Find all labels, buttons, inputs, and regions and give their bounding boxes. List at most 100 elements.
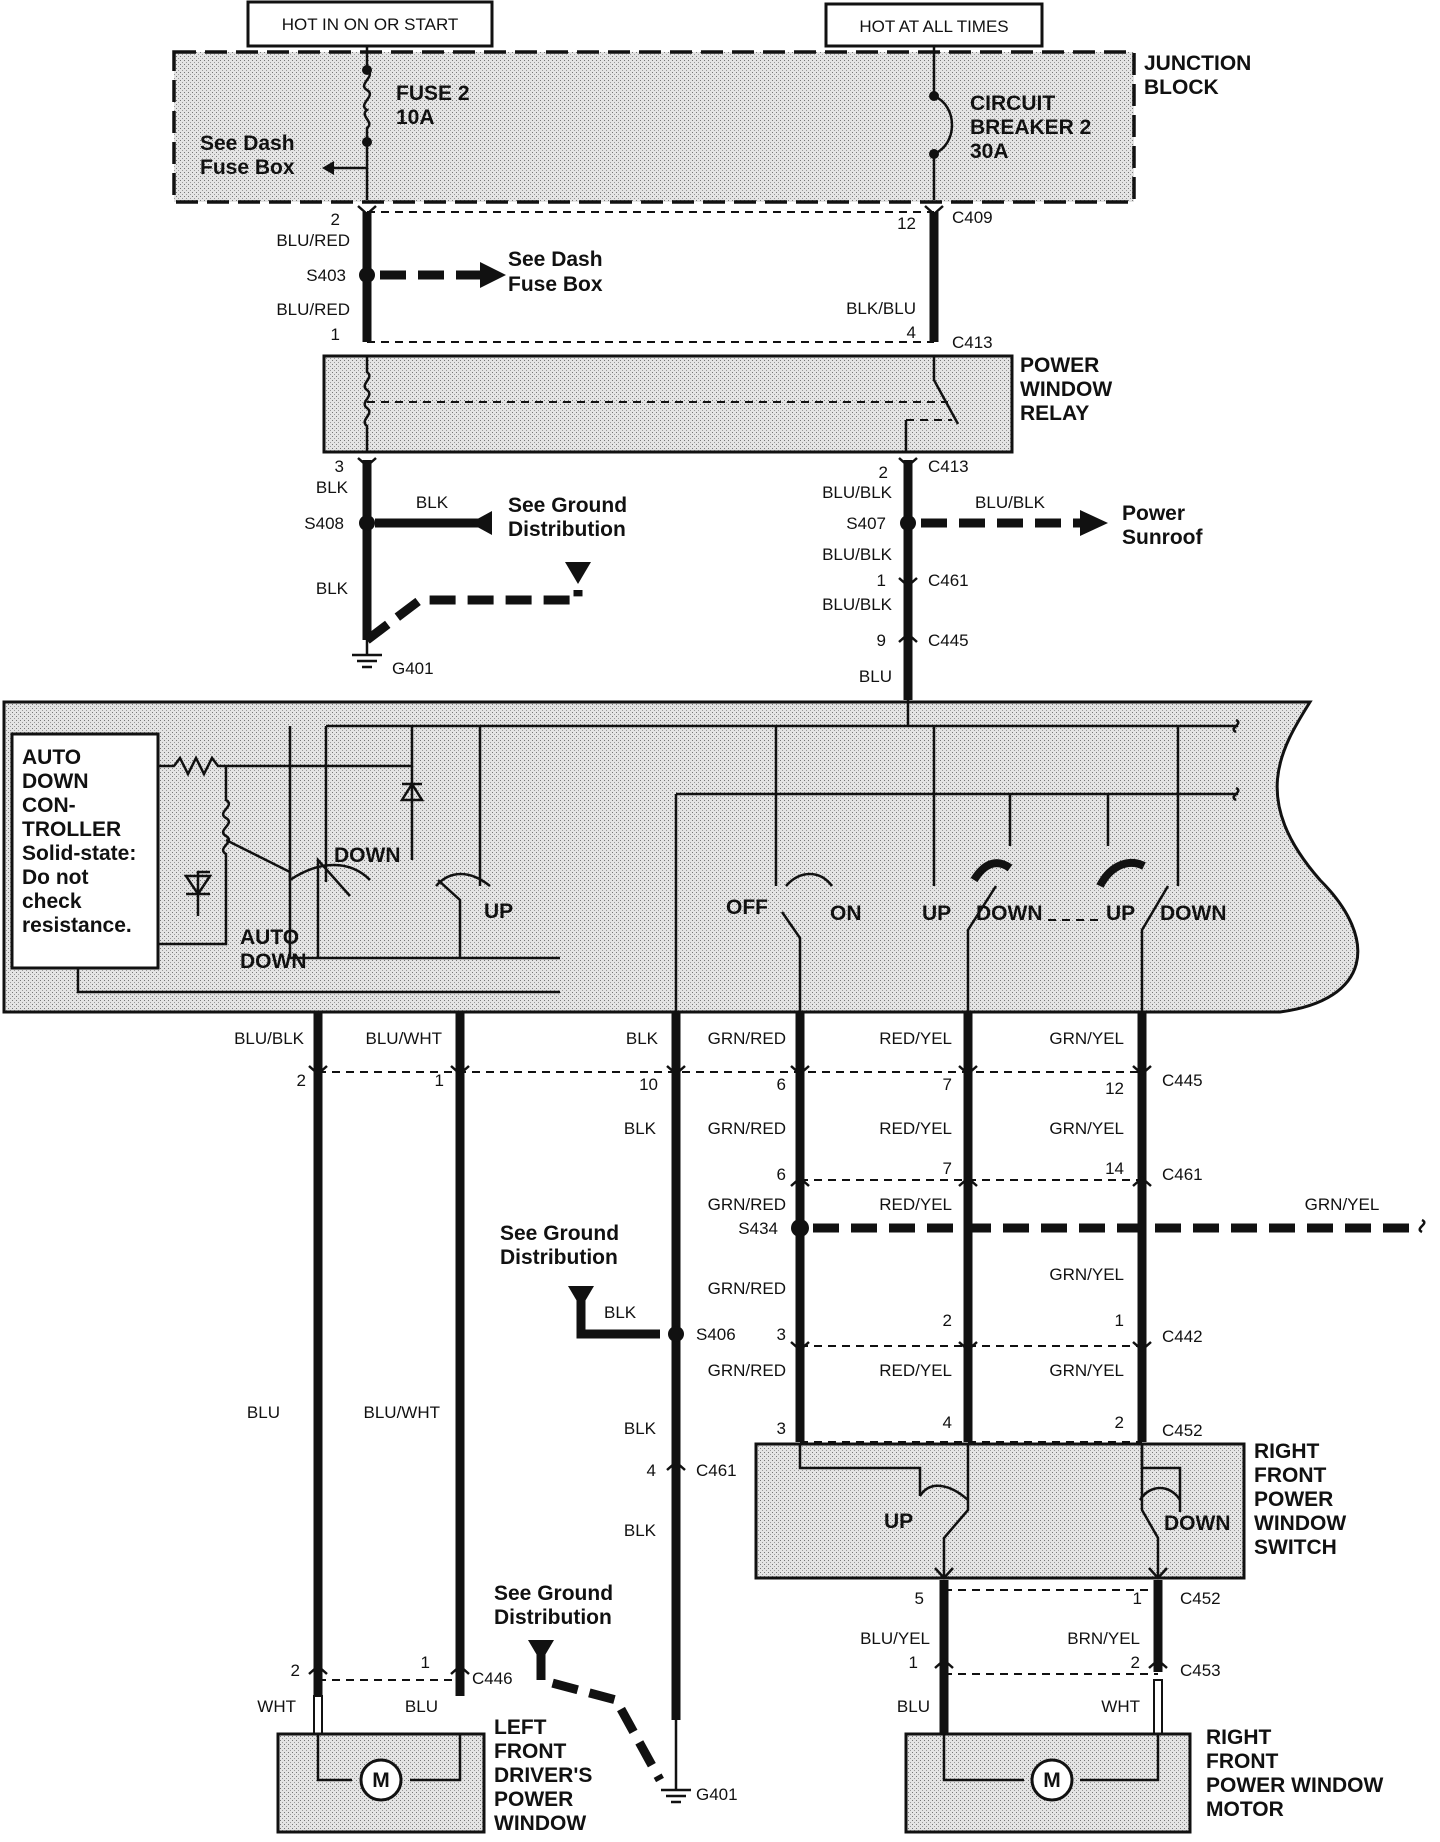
svg-text:2: 2: [879, 463, 888, 482]
connector-c445-bottom: C445: [1162, 1071, 1203, 1090]
svg-text:See Dash: See Dash: [508, 248, 603, 271]
svg-text:POWER: POWER: [494, 1788, 573, 1811]
on-label: ON: [830, 902, 862, 925]
right-front-switch: UP DOWN RIGHT FRONT POWER WINDOW SWITCH: [754, 1440, 1346, 1580]
svg-text:POWER WINDOW: POWER WINDOW: [1206, 1774, 1383, 1797]
svg-text:POWER: POWER: [1020, 354, 1099, 377]
svg-text:G401: G401: [696, 1785, 738, 1804]
ground-g401-top: G401: [392, 659, 434, 678]
svg-text:GRN/RED: GRN/RED: [708, 1361, 786, 1380]
svg-text:5: 5: [915, 1589, 924, 1608]
svg-text:3: 3: [777, 1419, 786, 1438]
up-label-3: UP: [1106, 902, 1135, 925]
svg-text:BLK: BLK: [416, 493, 449, 512]
connector-c445-top: C445: [928, 631, 969, 650]
svg-text:BLU/BLK: BLU/BLK: [822, 483, 893, 502]
right-down-label: DOWN: [1164, 1512, 1231, 1535]
svg-text:GRN/RED: GRN/RED: [708, 1195, 786, 1214]
svg-text:WINDOW: WINDOW: [494, 1812, 586, 1835]
svg-text:4: 4: [907, 323, 916, 342]
svg-text:Fuse Box: Fuse Box: [508, 273, 603, 296]
auto-down-controller-label: AUTO DOWN CON- TROLLER Solid-state: Do n…: [22, 746, 136, 937]
svg-text:30A: 30A: [970, 140, 1009, 163]
svg-text:resistance.: resistance.: [22, 914, 132, 937]
center-ground-g401: See Ground Distribution G401: [494, 1582, 738, 1804]
svg-text:DOWN: DOWN: [22, 770, 89, 793]
svg-text:See Ground: See Ground: [508, 494, 627, 517]
svg-text:SWITCH: SWITCH: [1254, 1536, 1337, 1559]
svg-text:2: 2: [291, 1661, 300, 1680]
svg-text:See Ground: See Ground: [500, 1222, 619, 1245]
svg-text:1: 1: [877, 571, 886, 590]
power-window-relay: POWER WINDOW RELAY: [322, 354, 1112, 454]
connector-c413-bottom: C413: [928, 457, 969, 476]
svg-text:RED/YEL: RED/YEL: [879, 1195, 952, 1214]
svg-text:BLK: BLK: [626, 1029, 659, 1048]
splice-s406: S406: [696, 1325, 736, 1344]
svg-text:1: 1: [909, 1653, 918, 1672]
svg-text:See Ground: See Ground: [494, 1582, 613, 1605]
svg-text:RED/YEL: RED/YEL: [879, 1119, 952, 1138]
svg-text:BREAKER 2: BREAKER 2: [970, 116, 1091, 139]
svg-text:BLOCK: BLOCK: [1144, 76, 1219, 99]
svg-text:RIGHT: RIGHT: [1254, 1440, 1320, 1463]
svg-text:Distribution: Distribution: [494, 1606, 612, 1629]
svg-text:BLU/WHT: BLU/WHT: [366, 1029, 443, 1048]
svg-text:BLU: BLU: [247, 1403, 280, 1422]
svg-text:BLK: BLK: [604, 1303, 637, 1322]
svg-text:RELAY: RELAY: [1020, 402, 1089, 425]
svg-text:Do not: Do not: [22, 866, 88, 889]
svg-text:4: 4: [943, 1413, 952, 1432]
svg-text:RED/YEL: RED/YEL: [879, 1029, 952, 1048]
right-up-label: UP: [884, 1510, 913, 1533]
svg-text:2: 2: [943, 1311, 952, 1330]
connector-c452-bottom: C452: [1180, 1589, 1221, 1608]
svg-text:POWER: POWER: [1254, 1488, 1333, 1511]
fuse-label: FUSE 2: [396, 82, 470, 105]
svg-text:BLU/RED: BLU/RED: [276, 231, 350, 250]
svg-text:BRN/YEL: BRN/YEL: [1067, 1629, 1140, 1648]
breaker-label: CIRCUIT: [970, 92, 1055, 115]
svg-text:GRN/YEL: GRN/YEL: [1049, 1119, 1124, 1138]
connector-c413-top: C413: [952, 333, 993, 352]
splice-s408: S408: [304, 514, 344, 533]
svg-text:BLK: BLK: [624, 1521, 657, 1540]
svg-text:BLU: BLU: [859, 667, 892, 686]
svg-text:WINDOW: WINDOW: [1254, 1512, 1346, 1535]
svg-text:GRN/RED: GRN/RED: [708, 1029, 786, 1048]
right-front-motor-circuit: 5 1 C452 BLU/YEL BRN/YEL 1 2 C453 BLU WH…: [860, 1580, 1383, 1834]
svg-text:JUNCTION: JUNCTION: [1144, 52, 1251, 75]
svg-text:6: 6: [777, 1075, 786, 1094]
svg-text:TROLLER: TROLLER: [22, 818, 121, 841]
svg-text:Power: Power: [1122, 502, 1185, 525]
splice-s407: S407: [846, 514, 886, 533]
connector-c453: C453: [1180, 1661, 1221, 1680]
svg-text:1: 1: [1133, 1589, 1142, 1608]
connector-c409: C409: [952, 208, 993, 227]
lower-wiring: BLU/BLK BLU/WHT BLK GRN/RED RED/YEL GRN/…: [234, 1012, 1426, 1720]
svg-text:BLU/BLK: BLU/BLK: [822, 595, 893, 614]
junction-block: JUNCTION BLOCK FUSE 2 10A See Dash Fuse …: [172, 46, 1251, 204]
svg-text:2: 2: [297, 1071, 306, 1090]
svg-text:WHT: WHT: [257, 1697, 296, 1716]
svg-text:BLU/WHT: BLU/WHT: [364, 1403, 441, 1422]
connector-c442: C442: [1162, 1327, 1203, 1346]
svg-text:WHT: WHT: [1101, 1697, 1140, 1716]
svg-text:Fuse Box: Fuse Box: [200, 156, 295, 179]
svg-text:WINDOW: WINDOW: [1020, 378, 1112, 401]
svg-text:2: 2: [331, 210, 340, 229]
svg-text:GRN/RED: GRN/RED: [708, 1119, 786, 1138]
svg-text:FRONT: FRONT: [1206, 1750, 1278, 1773]
svg-text:RIGHT: RIGHT: [1206, 1726, 1272, 1749]
svg-text:BLK: BLK: [624, 1119, 657, 1138]
connector-c446: C446: [472, 1669, 513, 1688]
svg-text:MOTOR: MOTOR: [1206, 1798, 1284, 1821]
svg-text:10A: 10A: [396, 106, 435, 129]
relay-output-wiring: 3 BLK S408 BLK See Ground Distribution B…: [304, 457, 1203, 700]
splice-s403: S403: [306, 266, 346, 285]
svg-text:Distribution: Distribution: [508, 518, 626, 541]
svg-text:2: 2: [1131, 1653, 1140, 1672]
svg-text:Distribution: Distribution: [500, 1246, 618, 1269]
connector-c461-mid: C461: [1162, 1165, 1203, 1184]
